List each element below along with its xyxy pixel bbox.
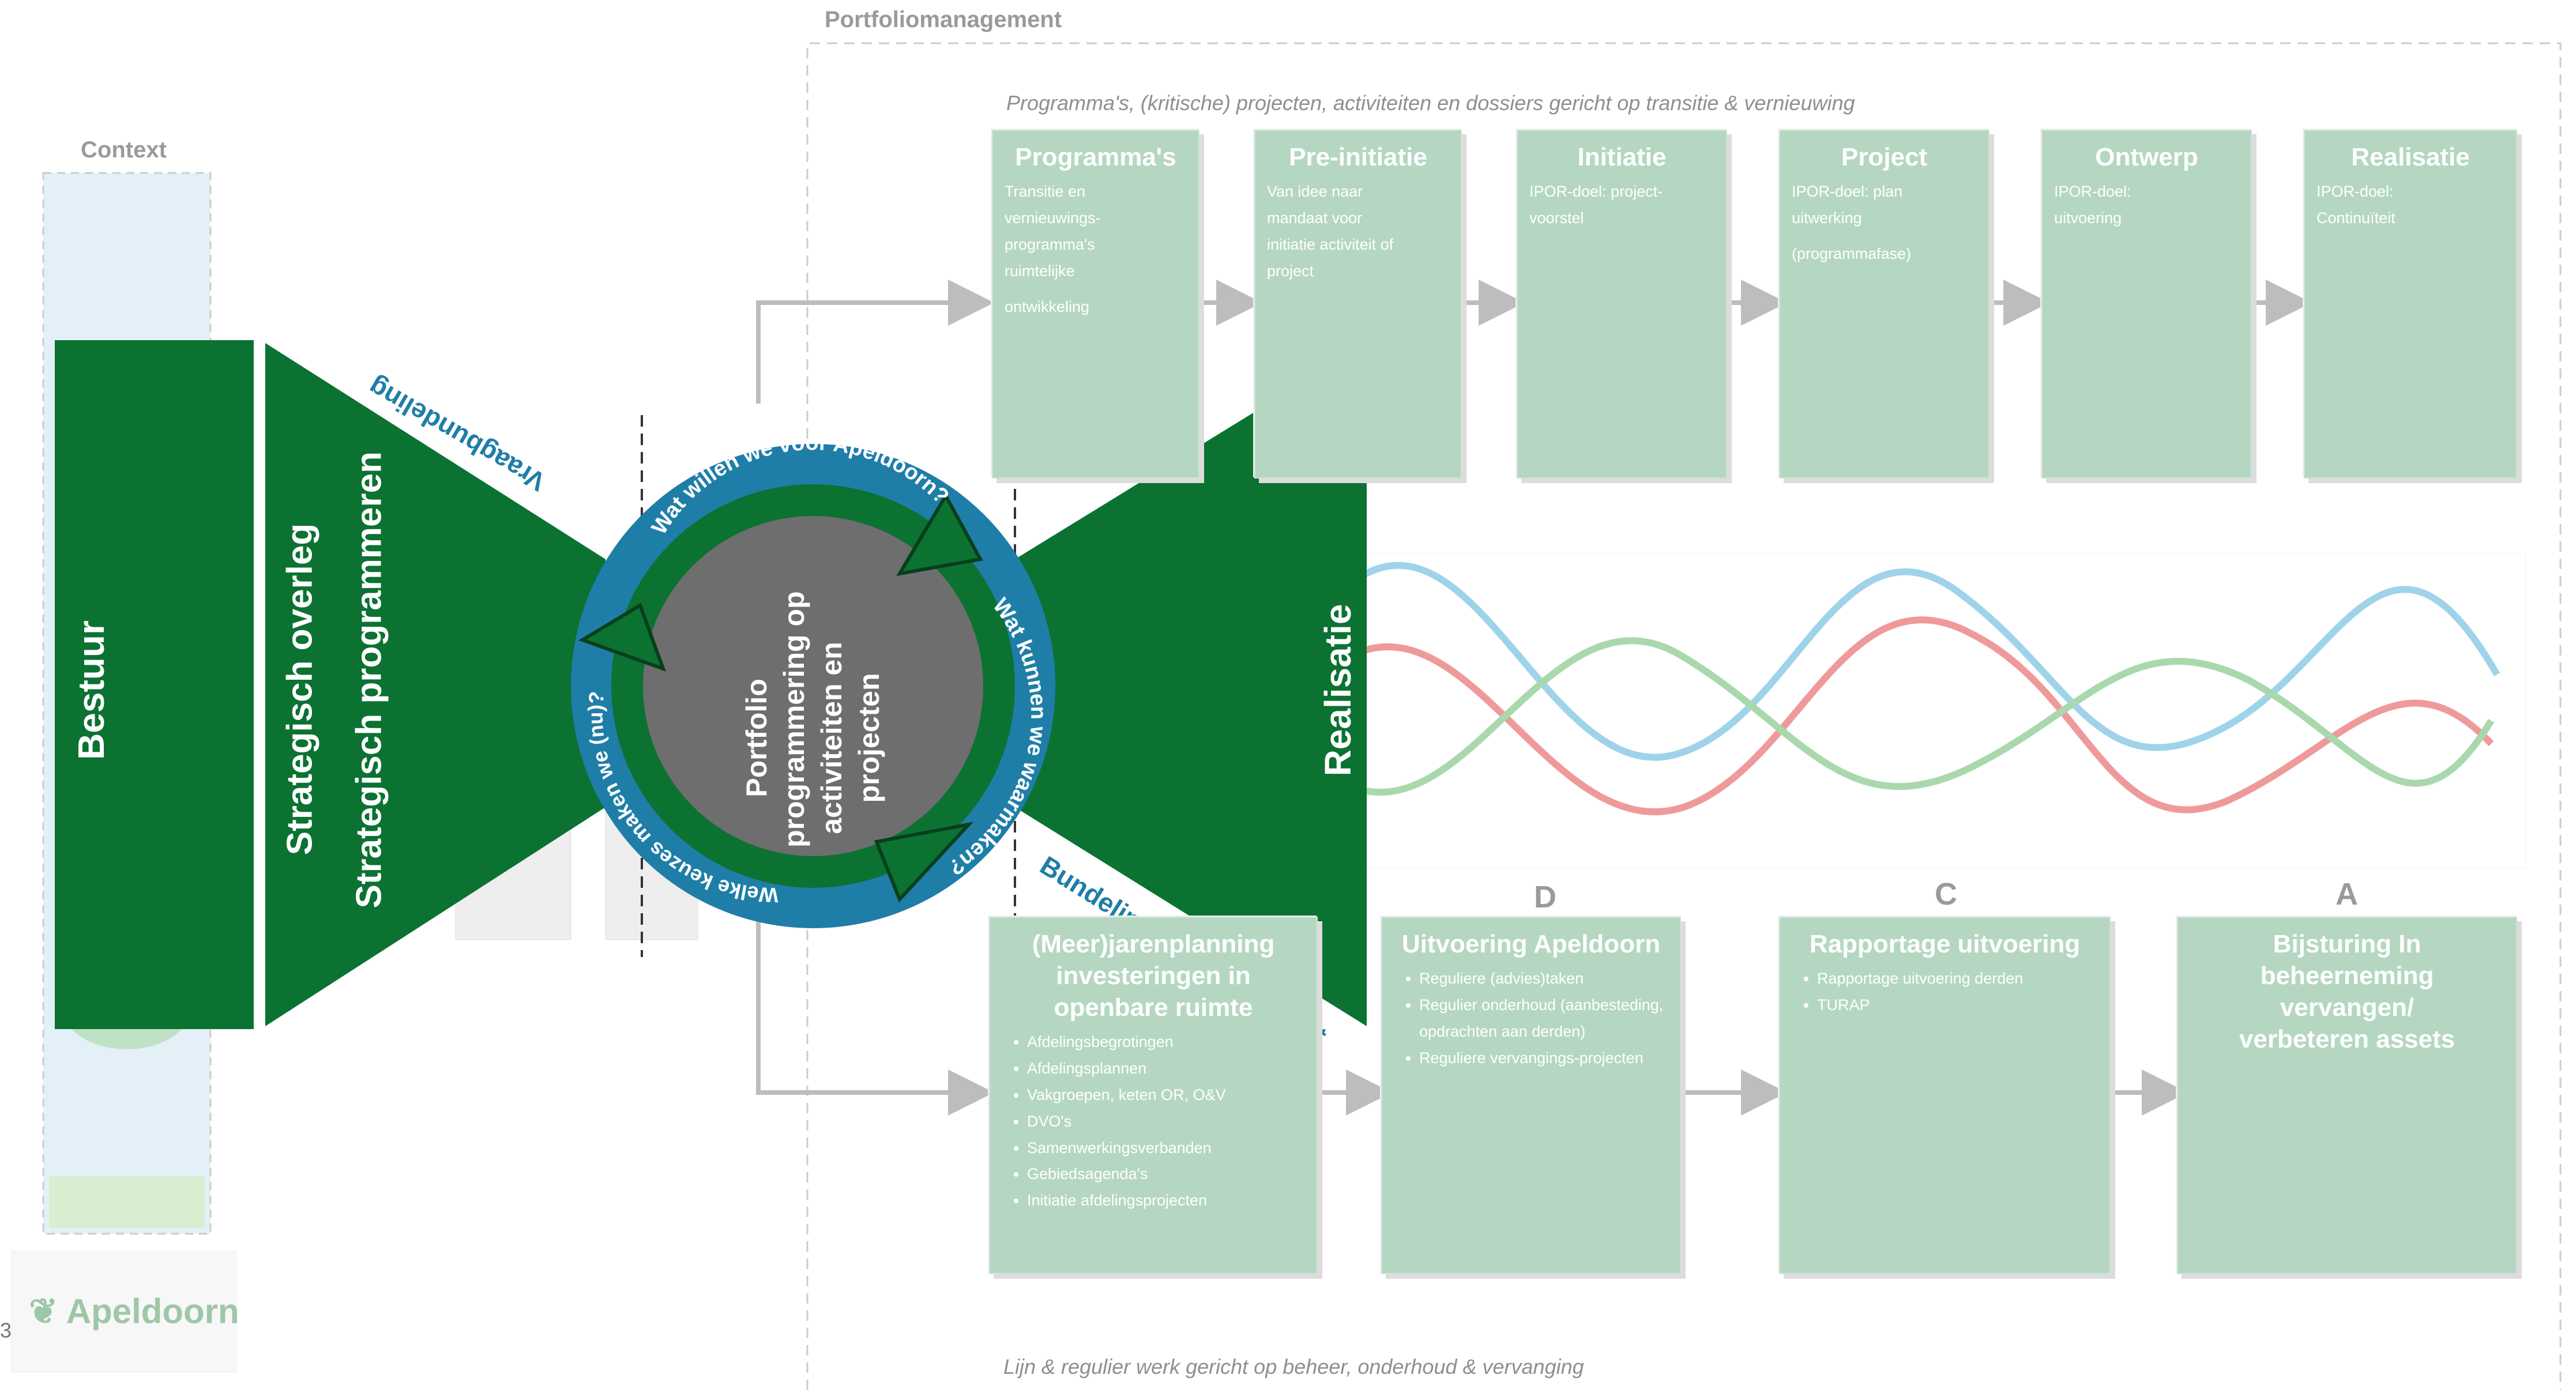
- cycle-item: Reguliere vervangings-projecten: [1419, 1045, 1668, 1072]
- cycle-letter-a: A: [2336, 877, 2358, 911]
- leaf-icon: ❦: [29, 1292, 58, 1331]
- phase-line: ontwikkeling: [1005, 297, 1090, 315]
- phase-title: Realisatie: [2351, 143, 2470, 171]
- bestuur-label: Bestuur: [70, 620, 112, 760]
- strategisch-overleg-label: Strategisch overleg: [280, 523, 320, 856]
- phase-line: IPOR-doel:: [2054, 183, 2131, 200]
- cycle-item: Gebiedsagenda's: [1027, 1161, 1305, 1188]
- cycle-title: (Meer)jarenplanning investeringen in ope…: [1032, 930, 1275, 1022]
- cycle-letter-d: D: [1534, 880, 1556, 914]
- cycle-arrowhead-top: [896, 492, 983, 577]
- realisatie-label: Realisatie: [1317, 604, 1359, 777]
- cycle-item: Initiatie afdelingsprojecten: [1027, 1188, 1305, 1214]
- phase-line: IPOR-doel:: [2316, 183, 2394, 200]
- context-grass: [49, 1176, 205, 1228]
- wave-blue: [1359, 562, 2500, 761]
- realisatie-triangle: [1015, 343, 1367, 1026]
- page-number: 3: [0, 1319, 12, 1342]
- strategisch-programmeren-label: Strategisch programmeren: [349, 451, 389, 909]
- phase-title: Project: [1841, 143, 1928, 171]
- cycle-item: DVO's: [1027, 1109, 1305, 1135]
- cycle-letter-c: C: [1935, 877, 1957, 911]
- phase-line: vernieuwings-: [1005, 209, 1101, 227]
- cycle-arrowhead-right: [874, 822, 974, 903]
- phase-line: IPOR-doel: project-: [1529, 183, 1663, 200]
- phase-panel-programmas: Programma's Transitie en vernieuwings- p…: [992, 130, 1199, 479]
- cycle-title: Bijsturing In beheerneming vervangen/ ve…: [2239, 930, 2455, 1053]
- phase-title: Pre-initiatie: [1289, 143, 1427, 171]
- cycle-panel-bijsturing: Bijsturing In beheerneming vervangen/ ve…: [2177, 917, 2517, 1274]
- trunk-connector-bottom: [756, 899, 994, 1116]
- phase-title: Ontwerp: [2095, 143, 2198, 171]
- strategic-triangle: [265, 343, 606, 1026]
- portfolio-center-text: Portfolio programmering op activiteiten …: [738, 591, 888, 847]
- phase-line: IPOR-doel: plan: [1792, 183, 1903, 200]
- cycle-arrowhead-left: [578, 602, 666, 672]
- phase-line: programma's: [1005, 235, 1095, 253]
- phase-line: ruimtelijke: [1005, 262, 1075, 280]
- phase-line: project: [1267, 262, 1314, 280]
- center-line: Portfolio: [740, 679, 773, 797]
- logo-box: [11, 1250, 237, 1373]
- cycle-item: Afdelingsbegrotingen: [1027, 1029, 1305, 1056]
- cycle-item: Samenwerkingsverbanden: [1027, 1135, 1305, 1162]
- portfolio-title: Portfoliomanagement: [825, 7, 1062, 32]
- cycle-item: Afdelingsplannen: [1027, 1056, 1305, 1082]
- phase-line: Continuïteit: [2316, 209, 2396, 227]
- phase-panel-initiatie: Initiatie IPOR-doel: project- voorstel: [1517, 130, 1727, 479]
- portfolio-frame: [806, 42, 2562, 1390]
- portfolio-core: [643, 516, 983, 856]
- cycle-panel-rapportage: Rapportage uitvoering Rapportage uitvoer…: [1779, 917, 2111, 1274]
- bestuur-block: [55, 340, 254, 1029]
- bottom-band-note: Lijn & regulier werk gericht op beheer, …: [1003, 1355, 1584, 1378]
- phase-line: Van idee naar: [1267, 183, 1363, 200]
- cycle-panel-meerjarenplanning: (Meer)jarenplanning investeringen in ope…: [989, 917, 1318, 1274]
- cycle-title: Rapportage uitvoering: [1809, 930, 2081, 958]
- context-title: Context: [81, 137, 167, 163]
- cycle-panel-uitvoering: Uitvoering Apeldoorn Reguliere (advies)t…: [1381, 917, 1681, 1274]
- apeldoorn-logo: ❦ Apeldoorn: [29, 1291, 239, 1332]
- phase-line: mandaat voor: [1267, 209, 1363, 227]
- phase-line: Transitie en: [1005, 183, 1086, 200]
- phase-panel-realisatie: Realisatie IPOR-doel: Continuïteit: [2304, 130, 2517, 479]
- cycle-list: Afdelingsbegrotingen Afdelingsplannen Va…: [1002, 1029, 1305, 1214]
- cycle-list: Reguliere (advies)taken Regulier onderho…: [1394, 966, 1668, 1072]
- center-line: projecten: [853, 673, 885, 803]
- phase-line: (programmafase): [1792, 244, 1912, 262]
- cycle-item: TURAP: [1817, 992, 2098, 1019]
- phase-line: uitwerking: [1792, 209, 1862, 227]
- phase-panel-ontwerp: Ontwerp IPOR-doel: uitvoering: [2041, 130, 2252, 479]
- center-line: activiteiten en: [815, 642, 848, 834]
- top-band-note: Programma's, (kritische) projecten, acti…: [1006, 91, 1855, 115]
- cycle-title: Uitvoering Apeldoorn: [1401, 930, 1661, 958]
- phase-panel-project: Project IPOR-doel: plan uitwerking (prog…: [1779, 130, 1990, 479]
- cycle-list: Rapportage uitvoering derden TURAP: [1792, 966, 2098, 1019]
- cycle-item: Rapportage uitvoering derden: [1817, 966, 2098, 992]
- trunk-connector-top: [756, 280, 994, 404]
- phase-title: Initiatie: [1577, 143, 1667, 171]
- phase-line: initiatie activiteit of: [1267, 235, 1394, 253]
- phase-line: voorstel: [1529, 209, 1584, 227]
- logo-text: Apeldoorn: [66, 1292, 239, 1331]
- wave-band: [1360, 553, 2526, 868]
- phase-line: uitvoering: [2054, 209, 2122, 227]
- cycle-item: Regulier onderhoud (aanbesteding, opdrac…: [1419, 992, 1668, 1045]
- cycle-item: Reguliere (advies)taken: [1419, 966, 1668, 992]
- phase-title: Programma's: [1015, 143, 1176, 171]
- center-line: programmering op: [778, 591, 810, 847]
- wave-red: [1360, 616, 2494, 815]
- cycle-item: Vakgroepen, keten OR, O&V: [1027, 1082, 1305, 1109]
- phase-panel-pre-initiatie: Pre-initiatie Van idee naar mandaat voor…: [1254, 130, 1462, 479]
- wave-green: [1360, 637, 2495, 796]
